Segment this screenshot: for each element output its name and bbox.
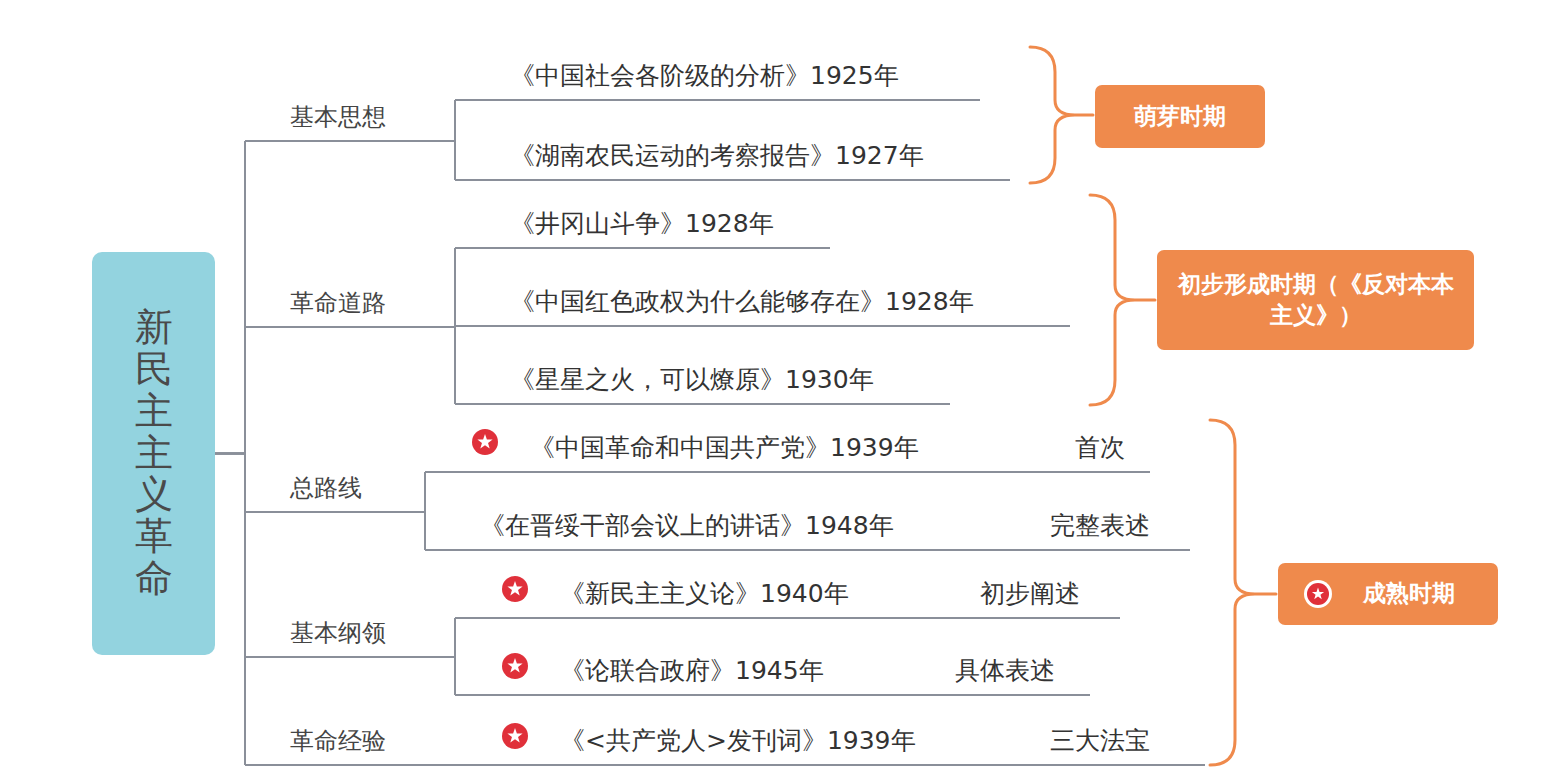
topic-text: 《<共产党人>发刊词》1939年 <box>560 724 916 758</box>
branch-connector <box>215 141 245 454</box>
star-circle <box>472 429 498 455</box>
topic-text: 基本思想 <box>290 100 386 134</box>
leaf-topic: 《井冈山斗争》1928年 <box>455 199 830 249</box>
period-label: 成熟时期 <box>1363 578 1455 609</box>
branch-connector <box>215 454 245 766</box>
topic-text: 《中国革命和中国共产党》1939年 <box>530 431 919 465</box>
topic-text: 《新民主主义论》1940年 <box>560 577 849 611</box>
leaf-topic: 《在晋绥干部会议上的讲话》1948年 完整表述 <box>425 501 1190 551</box>
note-text: 首次 <box>1075 431 1125 465</box>
branch-connector <box>215 454 245 658</box>
star-shape <box>507 658 522 672</box>
leaf-topic: 《中国革命和中国共产党》1939年 首次 <box>425 423 1150 473</box>
note-text: 具体表述 <box>955 654 1055 688</box>
star-icon <box>502 576 528 602</box>
topic-text: 《在晋绥干部会议上的讲话》1948年 <box>480 509 894 543</box>
leaf-topic: 《新民主主义论》1940年 初步阐述 <box>455 569 1120 619</box>
note-text: 初步阐述 <box>980 577 1080 611</box>
star-icon <box>502 653 528 679</box>
topic-text: 革命道路 <box>290 286 386 320</box>
root-topic-box: 新民主主义革命 <box>92 252 215 655</box>
topic-text: 基本纲领 <box>290 616 386 650</box>
branch-connector <box>495 764 505 766</box>
branch-topic: 基本纲领 <box>245 608 455 658</box>
star-icon <box>1304 580 1332 608</box>
star-circle <box>502 653 528 679</box>
branch-connector <box>215 454 245 513</box>
topic-text: 革命经验 <box>290 724 386 758</box>
branch-topic: 革命道路 <box>245 278 455 328</box>
branch-topic: 革命经验 <box>245 716 495 766</box>
star-circle <box>1307 583 1329 605</box>
star-shape <box>507 728 522 742</box>
root-title: 新民主主义革命 <box>135 307 173 600</box>
leaf-topic: 《<共产党人>发刊词》1939年 三大法宝 <box>505 716 1205 766</box>
branch-topic: 总路线 <box>245 463 425 513</box>
curly-bracket <box>1090 195 1155 405</box>
star-circle <box>502 723 528 749</box>
star-icon <box>502 723 528 749</box>
note-text: 三大法宝 <box>1050 724 1150 758</box>
star-shape <box>1312 588 1324 600</box>
leaf-topic: 《中国社会各阶级的分析》1925年 <box>455 51 980 101</box>
period-tag-box: 初步形成时期（《反对本本主义》） <box>1157 250 1474 350</box>
note-text: 完整表述 <box>1050 509 1150 543</box>
period-label: 萌芽时期 <box>1134 101 1226 132</box>
leaf-topic: 《湖南农民运动的考察报告》1927年 <box>455 131 1010 181</box>
period-label: 初步形成时期（《反对本本主义》） <box>1171 269 1460 331</box>
star-shape <box>507 581 522 595</box>
leaf-topic: 《论联合政府》1945年 具体表述 <box>455 646 1090 696</box>
leaf-topic: 《中国红色政权为什么能够存在》1928年 <box>455 277 1070 327</box>
period-tag-box: 萌芽时期 <box>1095 85 1265 148</box>
topic-text: 《井冈山斗争》1928年 <box>510 207 774 241</box>
star-circle <box>502 576 528 602</box>
topic-text: 《湖南农民运动的考察报告》1927年 <box>510 139 924 173</box>
leaf-topic: 《星星之火，可以燎原》1930年 <box>455 355 950 405</box>
topic-text: 总路线 <box>290 471 362 505</box>
curly-bracket <box>1030 47 1093 183</box>
star-circle <box>1304 580 1332 608</box>
star-icon <box>472 429 498 455</box>
topic-text: 《中国社会各阶级的分析》1925年 <box>510 59 899 93</box>
curly-bracket <box>1210 420 1276 765</box>
curly-brackets <box>1030 47 1276 765</box>
topic-text: 《星星之火，可以燎原》1930年 <box>510 363 874 397</box>
branch-connector <box>215 327 245 454</box>
branch-topic: 基本思想 <box>245 92 455 142</box>
topic-text: 《论联合政府》1945年 <box>560 654 824 688</box>
topic-text: 《中国红色政权为什么能够存在》1928年 <box>510 285 974 319</box>
period-tag-box: 成熟时期 <box>1278 563 1498 625</box>
star-shape <box>477 434 492 448</box>
